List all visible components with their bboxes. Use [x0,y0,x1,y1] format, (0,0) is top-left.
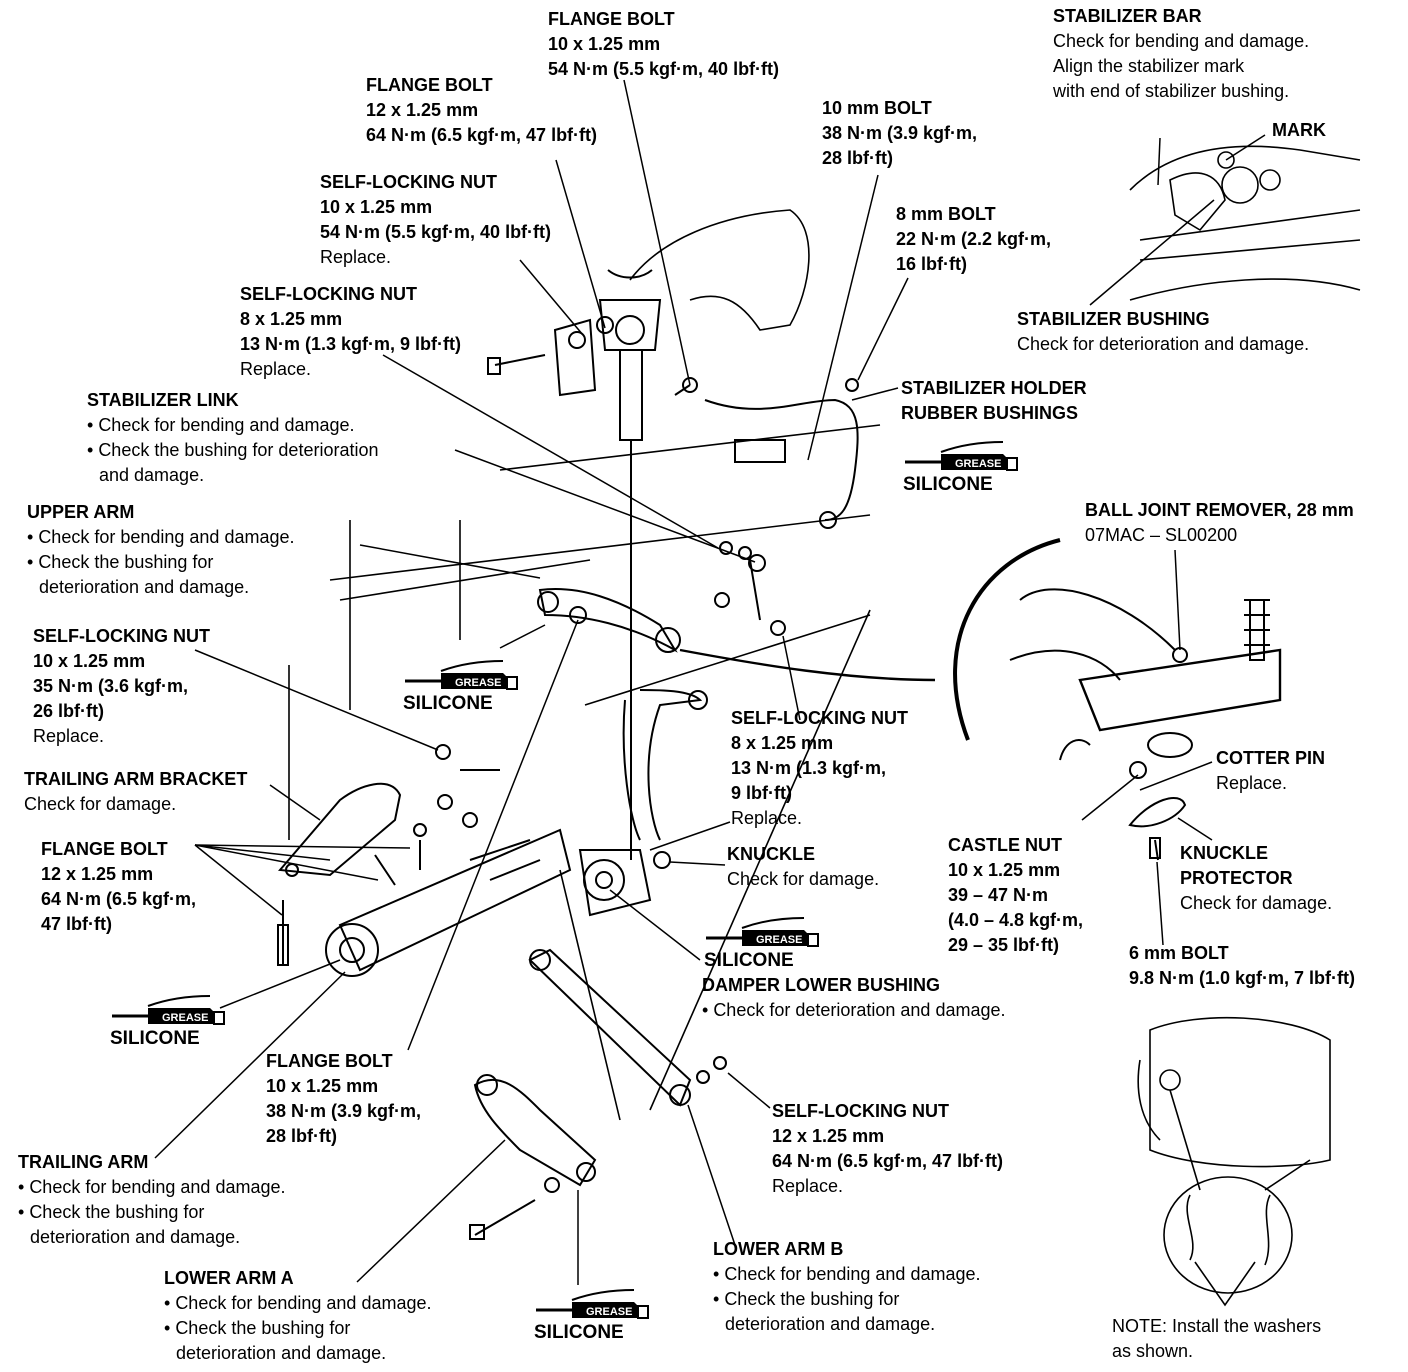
grease-tube-icon: GREASE [405,660,518,690]
grease-tube-icon: GREASE [112,995,225,1025]
grease-caption: SILICONE [903,474,993,495]
grease-symbol-5: GREASE SILICONE [534,1284,654,1346]
label-self-locking-nut-8a: SELF-LOCKING NUT 8 x 1.25 mm 13 N·m (1.3… [240,284,462,379]
grease-caption: SILICONE [110,1028,200,1049]
label-flange-bolt-10b: FLANGE BOLT 10 x 1.25 mm 38 N·m (3.9 kgf… [266,1051,422,1146]
label-castle-nut: CASTLE NUT 10 x 1.25 mm 39 – 47 N·m (4.0… [948,835,1084,955]
grease-symbol-1: GREASE SILICONE [903,436,1023,498]
detail-callout-link [679,648,936,682]
grease-symbol-3: GREASE SILICONE [704,912,824,974]
knuckle [578,689,708,917]
grease-tube-text: GREASE [586,1306,632,1318]
label-knuckle: KNUCKLE Check for damage. [727,844,880,889]
grease-tube-text: GREASE [162,1012,208,1024]
label-stabilizer-holder: STABILIZER HOLDER RUBBER BUSHINGS [901,378,1087,423]
label-stabilizer-bar: STABILIZER BAR Check for bending and dam… [1053,6,1310,101]
fasteners [435,316,859,828]
label-trailing-arm: TRAILING ARM Check for bending and damag… [18,1150,286,1250]
label-lower-arm-b: LOWER ARM B Check for bending and damage… [713,1237,981,1337]
grease-tube-icon: GREASE [905,441,1018,471]
label-flange-bolt-12: FLANGE BOLT 12 x 1.25 mm 64 N·m (6.5 kgf… [366,75,598,145]
label-self-locking-nut-10a: SELF-LOCKING NUT 10 x 1.25 mm 54 N·m (5.… [320,172,552,267]
label-flange-bolt-top: FLANGE BOLT 10 x 1.25 mm 54 N·m (5.5 kgf… [548,9,780,79]
label-self-locking-nut-8b: SELF-LOCKING NUT 8 x 1.25 mm 13 N·m (1.3… [731,708,908,828]
leader-lines [154,79,1266,1285]
label-flange-bolt-12b: FLANGE BOLT 12 x 1.25 mm 64 N·m (6.5 kgf… [41,839,197,934]
grease-caption: SILICONE [403,693,493,714]
label-mark: MARK [1272,120,1326,140]
label-bolt-8mm: 8 mm BOLT 22 N·m (2.2 kgf·m, 16 lbf·ft) [896,204,1052,274]
grease-tube-icon: GREASE [536,1289,649,1319]
label-damper-lower-bushing: DAMPER LOWER BUSHING Check for deteriora… [702,973,1006,1023]
label-note: NOTE: Install the washers as shown. [1112,1316,1322,1361]
label-stabilizer-bushing: STABILIZER BUSHING Check for deteriorati… [1017,309,1310,354]
grease-tube-icon: GREASE [706,917,819,947]
lower-arm-b [528,948,727,1107]
grease-caption: SILICONE [534,1322,624,1343]
ball-joint-detail [1009,588,1282,861]
label-upper-arm: UPPER ARM Check for bending and damage. … [27,500,295,600]
trailing-arm [325,828,572,977]
label-trailing-arm-bracket: TRAILING ARM BRACKET Check for damage. [24,769,248,814]
label-knuckle-protector: KNUCKLE PROTECTOR Check for damage. [1180,843,1333,913]
label-self-locking-nut-10b: SELF-LOCKING NUT 10 x 1.25 mm 35 N·m (3.… [33,626,210,746]
grease-tube-text: GREASE [955,458,1001,470]
label-lower-arm-a: LOWER ARM A Check for bending and damage… [164,1266,432,1366]
lower-arm-a [469,1074,597,1240]
grease-caption: SILICONE [704,950,794,971]
washer-detail [1137,1016,1331,1307]
label-self-locking-nut-12: SELF-LOCKING NUT 12 x 1.25 mm 64 N·m (6.… [772,1101,1004,1196]
stabilizer-detail [1129,145,1361,301]
grease-symbol-2: GREASE SILICONE [403,655,523,717]
grease-tube-text: GREASE [756,934,802,946]
grease-tube-text: GREASE [455,677,501,689]
body-outline [288,209,881,1121]
damper [598,269,662,860]
label-bolt-6mm: 6 mm BOLT 9.8 N·m (1.0 kgf·m, 7 lbf·ft) [1129,943,1356,988]
label-cotter-pin: COTTER PIN Replace. [1216,748,1326,793]
grease-symbol-4: GREASE SILICONE [110,990,230,1052]
label-ball-joint-remover: BALL JOINT REMOVER, 28 mm 07MAC – SL0020… [1085,500,1354,545]
label-bolt-10mm: 10 mm BOLT 38 N·m (3.9 kgf·m, 28 lbf·ft) [822,98,978,168]
detail-callout-circle [953,538,1061,741]
upper-arm [537,588,681,653]
label-stabilizer-link: STABILIZER LINK Check for bending and da… [87,388,378,488]
stabilizer-bar [704,398,859,636]
trailing-arm-bracket [277,782,427,966]
